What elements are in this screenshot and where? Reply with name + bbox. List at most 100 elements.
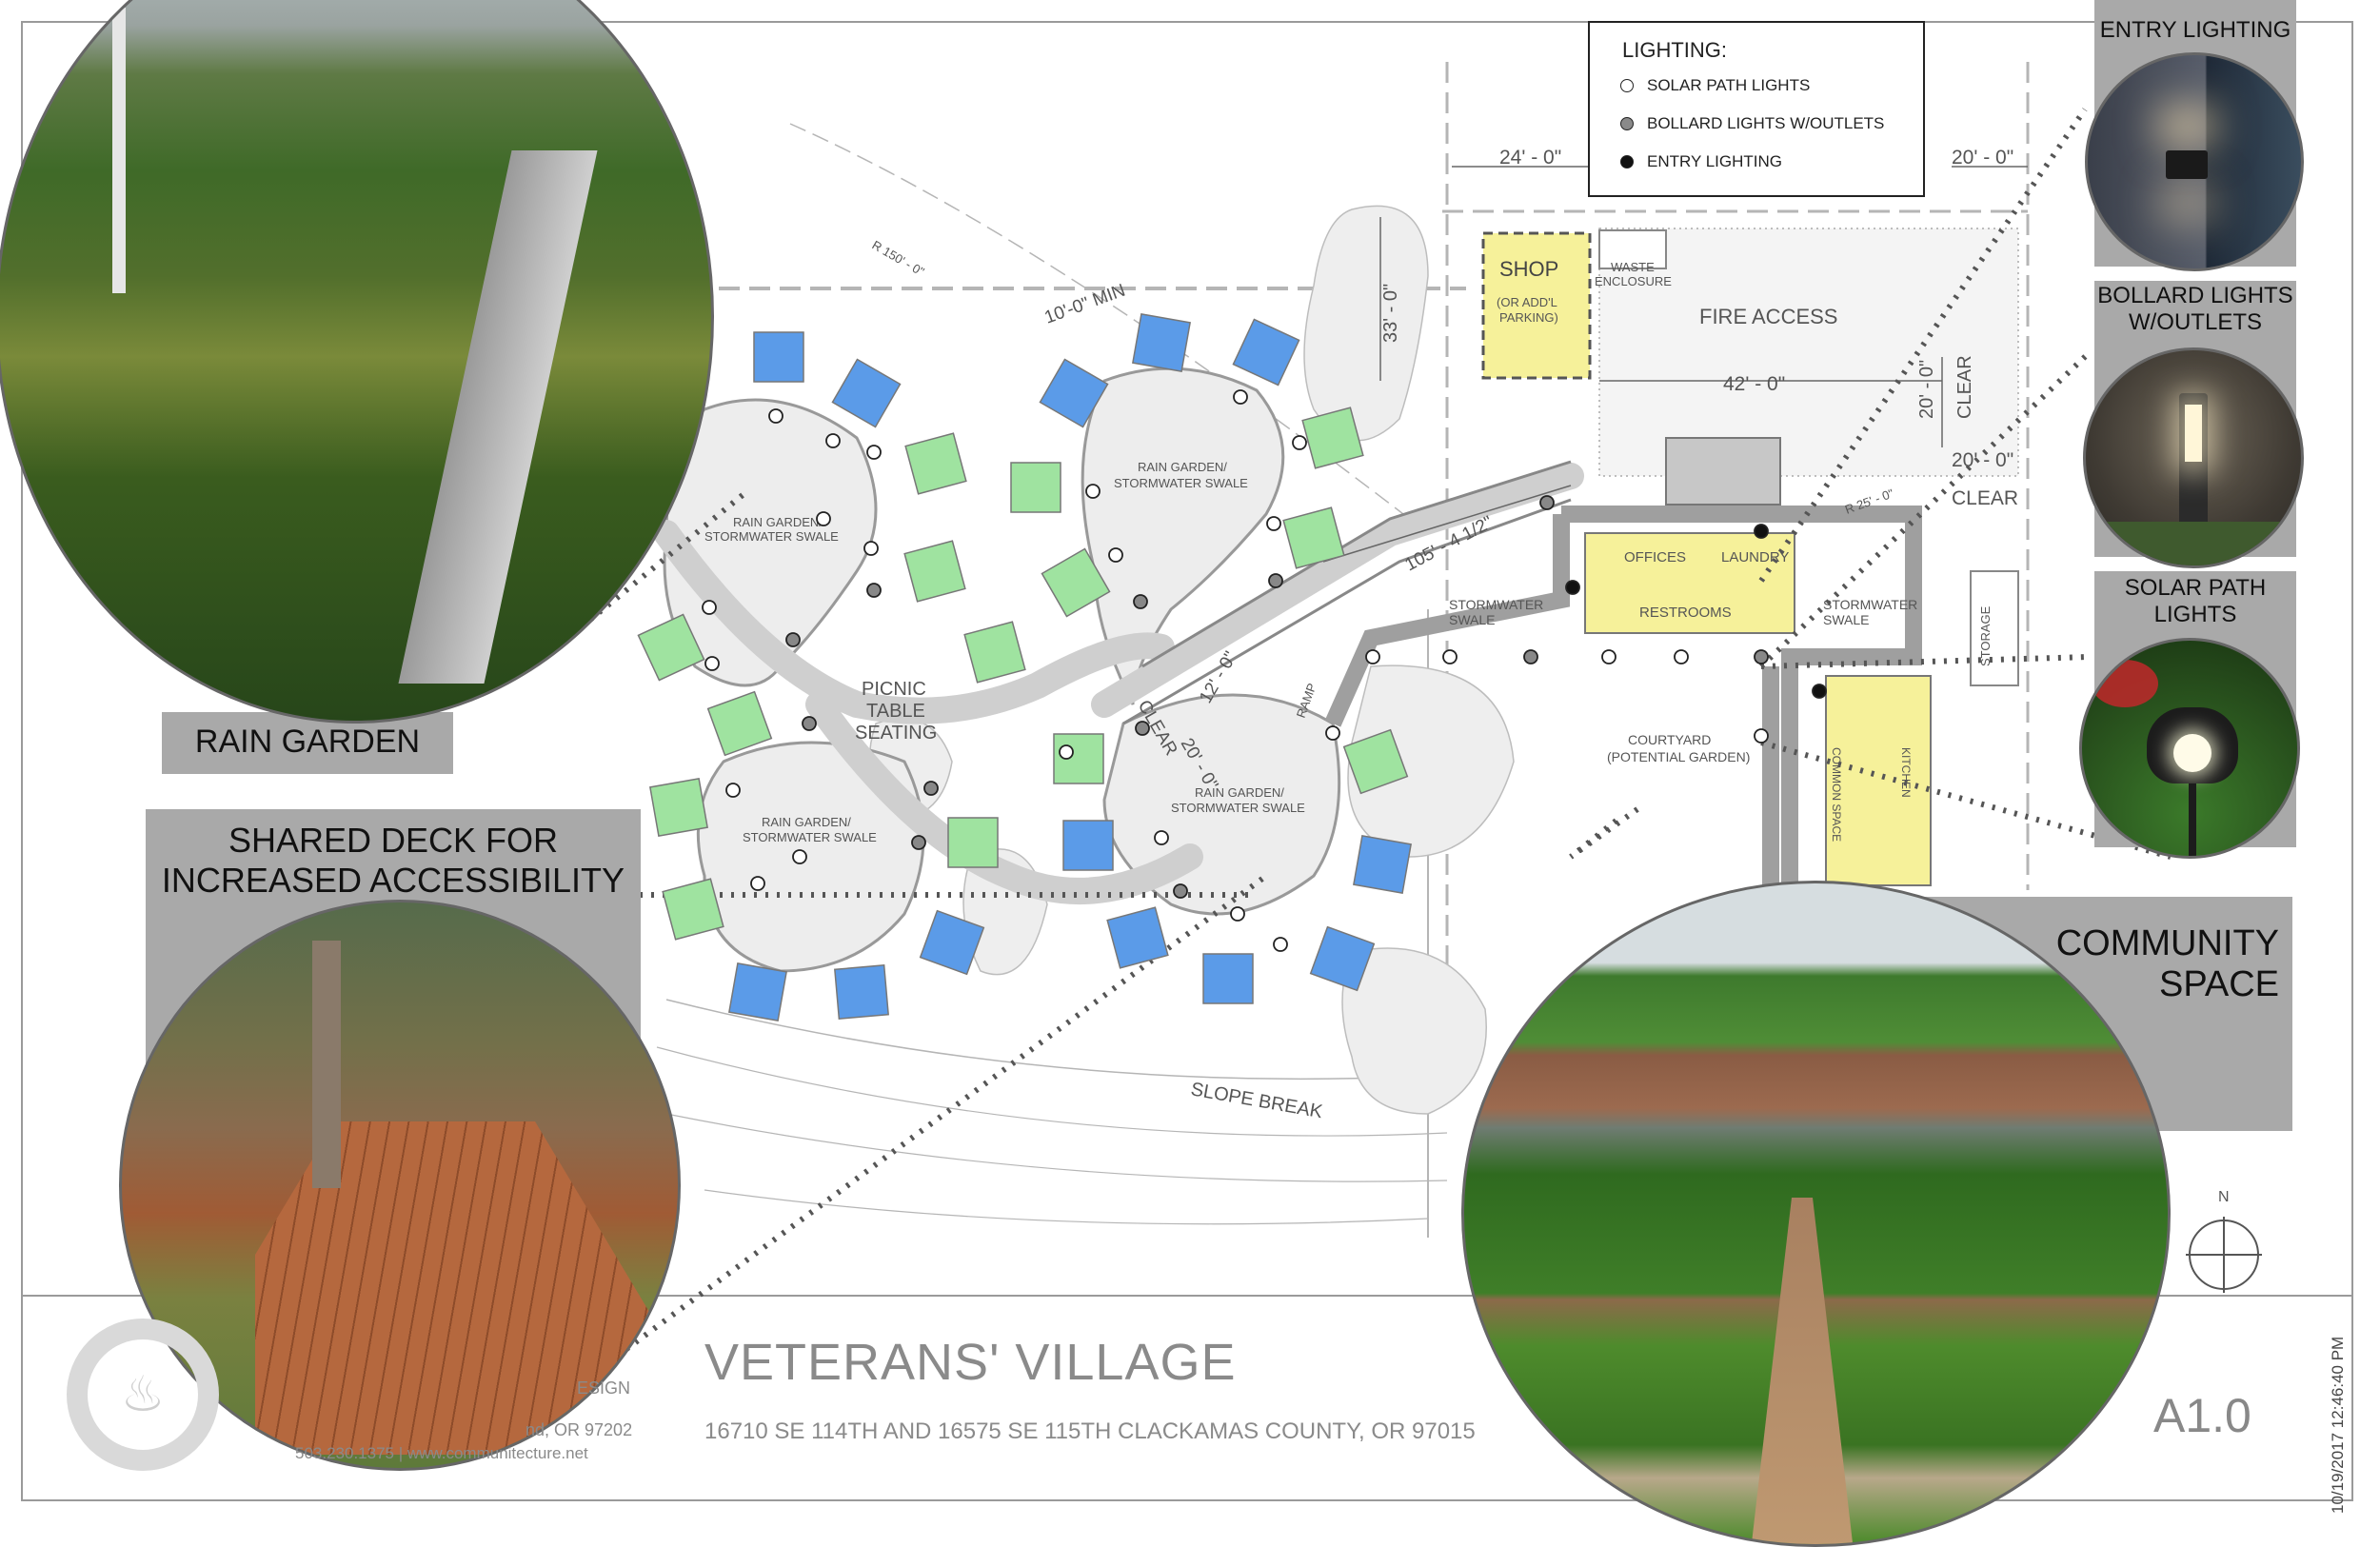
shared-deck-title-1: SHARED DECK FOR: [228, 821, 559, 860]
tiny-home-unit: [1282, 506, 1345, 569]
stormwater-2a: STORMWATER: [1823, 597, 1917, 612]
tiny-home-unit: [1342, 728, 1409, 795]
solar-light-marker: [1266, 516, 1281, 531]
firm-contact: 503.230.1375 | www.communitecture.net: [295, 1444, 588, 1462]
project-address: 16710 SE 114TH AND 16575 SE 115TH CLACKA…: [704, 1418, 1476, 1444]
tiny-home-unit: [753, 331, 804, 383]
dim-24: 24' - 0": [1499, 147, 1561, 169]
bollard-light-marker: [1754, 649, 1769, 664]
rain-garden-photo: [0, 0, 714, 724]
tiny-home-unit: [831, 358, 902, 428]
rain-garden-1b: STORMWATER SWALE: [704, 529, 839, 544]
bollard-light-marker: [923, 781, 939, 796]
picnic-label-3: SEATING: [855, 723, 937, 744]
curb-edge: [398, 150, 598, 684]
solar-light-marker: [750, 876, 765, 891]
entry-light-marker: [1754, 524, 1769, 539]
firm-logo-icon: ♨: [67, 1319, 219, 1471]
tiny-home-unit: [1062, 820, 1114, 871]
dim-42: 42' - 0": [1723, 373, 1785, 395]
storage-building: [1970, 570, 2019, 686]
project-title: VETERANS' VILLAGE: [704, 1334, 1237, 1391]
solar-light-marker: [825, 433, 841, 448]
solar-light-icon: [1620, 79, 1634, 92]
tiny-home-unit: [1010, 462, 1061, 513]
tiny-home-unit: [1132, 313, 1191, 372]
tiny-home-unit: [1202, 953, 1254, 1004]
deck-path-edges: [1122, 460, 1572, 725]
title-block-divider: [21, 1295, 2353, 1297]
legend-item-entry: ENTRY LIGHTING: [1620, 152, 1782, 171]
rain-garden-1a: RAIN GARDEN/: [733, 515, 823, 529]
tiny-home-unit: [649, 778, 708, 837]
bollard-icon: [2179, 393, 2208, 536]
offices-label: OFFICES: [1624, 549, 1686, 565]
dim-33: 33' - 0": [1380, 284, 1401, 343]
community-title-2: SPACE: [2158, 964, 2279, 1004]
kitchen-common-building: [1825, 675, 1932, 886]
clear-label-1: CLEAR: [1954, 355, 1975, 419]
solar-light-marker: [866, 445, 882, 460]
laundry-label: LAUNDRY: [1721, 549, 1789, 565]
legend-label-entry: ENTRY LIGHTING: [1647, 152, 1783, 170]
tiny-home-unit: [1301, 407, 1364, 469]
dimension-lines: [1322, 166, 2028, 563]
rain-garden-4b: STORMWATER SWALE: [1171, 801, 1305, 815]
north-label: N: [2218, 1189, 2230, 1205]
solar-light-marker: [1085, 484, 1101, 499]
tiny-home-unit: [1232, 318, 1300, 387]
waste-enclosure: [1598, 229, 1667, 269]
deck-paths: [653, 463, 1584, 904]
dim-20-top: 20' - 0": [1952, 147, 2013, 169]
tiny-home-unit: [1039, 358, 1109, 428]
solar-title-1: SOLAR PATH: [2124, 575, 2267, 601]
firm-design: ESIGN: [577, 1378, 631, 1398]
building-outline: [1324, 506, 1922, 885]
bollard-light-photo: [2083, 347, 2304, 568]
legend-label-bollard: BOLLARD LIGHTS W/OUTLETS: [1647, 114, 1885, 132]
bollard-title-1: BOLLARD LIGHTS: [2097, 283, 2293, 308]
solar-lamp-icon: [2147, 707, 2238, 783]
solar-light-marker: [816, 511, 831, 526]
rain-garden-3a: RAIN GARDEN/: [762, 815, 851, 829]
entry-lighting-photo: [2085, 52, 2304, 271]
kitchen-label: KITCHEN: [1899, 747, 1913, 798]
fire-access-paving: [1598, 228, 2019, 477]
tiny-home-unit: [706, 690, 773, 757]
tiny-home-unit: [903, 540, 966, 603]
entry-lighting-title: ENTRY LIGHTING: [2099, 17, 2291, 43]
tiny-home-unit: [637, 613, 705, 682]
legend-item-bollard: BOLLARD LIGHTS W/OUTLETS: [1620, 114, 1884, 133]
solar-light-marker: [1601, 649, 1616, 664]
solar-light-marker: [1108, 547, 1123, 563]
rain-garden-areas: [663, 367, 1341, 973]
solar-light-marker: [768, 408, 783, 424]
shop-label: SHOP: [1499, 257, 1558, 281]
plot-timestamp: 10/19/2017 12:46:40 PM: [2329, 1336, 2347, 1514]
tiny-home-unit: [947, 817, 999, 868]
legend-label-solar: SOLAR PATH LIGHTS: [1647, 76, 1811, 94]
solar-path-light-photo: [2079, 638, 2300, 859]
drawing-sheet-border: [21, 21, 2353, 1501]
offices-laundry-building: [1584, 532, 1795, 634]
sheet-number: A1.0: [2153, 1389, 2251, 1442]
solar-light-marker: [1442, 649, 1458, 664]
garden-path: [1750, 1198, 1854, 1544]
stormwater-2b: SWALE: [1823, 612, 1870, 627]
solar-light-marker: [863, 541, 879, 556]
tiny-home-unit: [1353, 835, 1412, 894]
north-arrow: [2186, 1217, 2262, 1293]
entry-light-icon: [1620, 155, 1634, 169]
shop-building: [1481, 231, 1592, 380]
entry-light-marker: [1565, 580, 1580, 595]
restrooms-label: RESTROOMS: [1639, 605, 1732, 621]
shared-deck-title-2: INCREASED ACCESSIBILITY: [161, 861, 625, 900]
bollard-light-marker: [911, 835, 926, 850]
tiny-home-unit: [1309, 925, 1376, 992]
bollard-light-icon: [1620, 117, 1634, 130]
bollard-light-marker: [866, 583, 882, 598]
picnic-label-1: PICNIC: [862, 679, 926, 700]
solar-light-marker: [1754, 728, 1769, 744]
